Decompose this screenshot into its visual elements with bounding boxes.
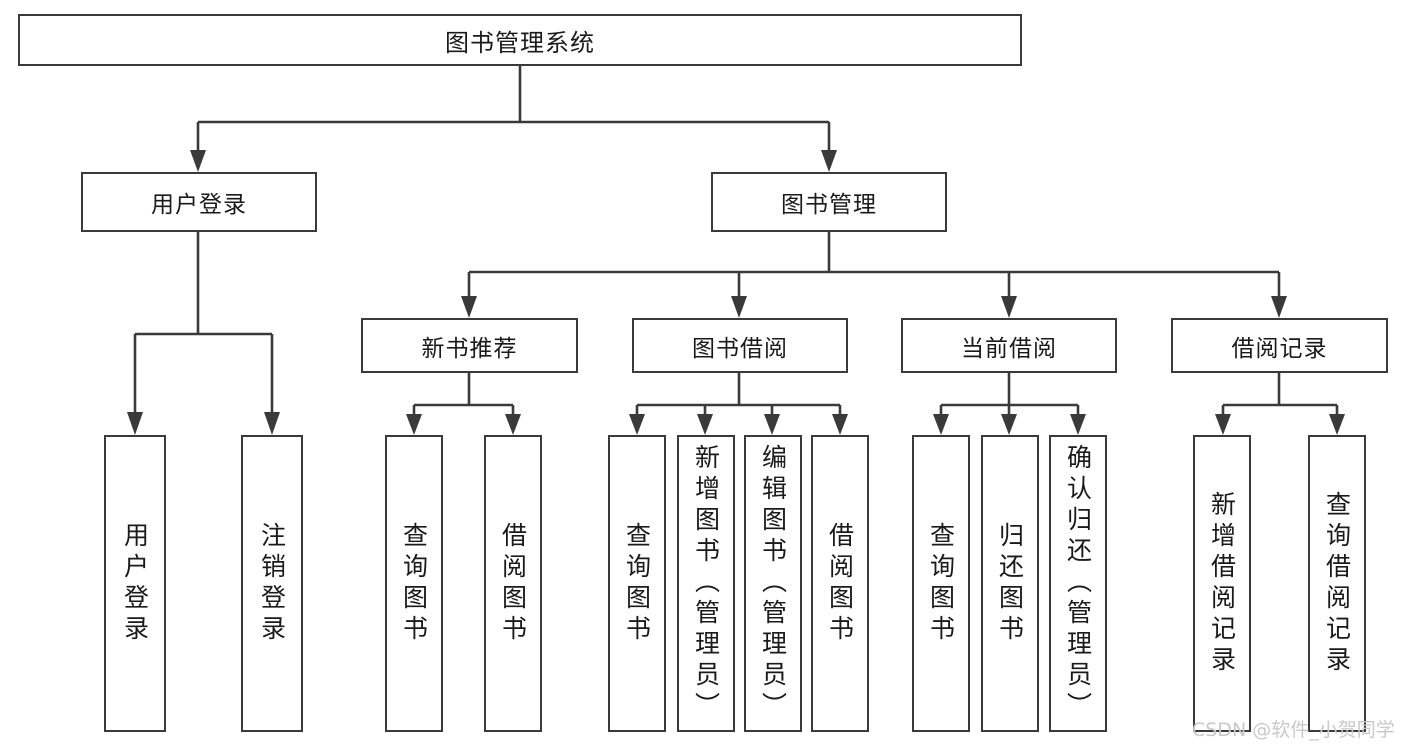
node-user-login[interactable]: 用户登录: [81, 172, 317, 232]
leaf-query-book-2-label: 查询图书: [622, 521, 652, 646]
arrow-current-child-1: [933, 414, 949, 435]
leaf-confirm-return-label: 确认归还（管理员）: [1063, 444, 1093, 723]
leaf-add-book-label: 新增图书（管理员）: [691, 444, 721, 723]
node-current-borrow[interactable]: 当前借阅: [901, 318, 1117, 373]
node-book-manage-label: 图书管理: [781, 192, 877, 218]
leaf-query-book-3-label: 查询图书: [926, 521, 956, 646]
arrow-borrow-child-4: [832, 414, 848, 435]
arrow-borrow-child-3: [764, 414, 780, 435]
leaf-query-book-2[interactable]: 查询图书: [608, 435, 666, 732]
arrow-current-child-2: [1001, 414, 1017, 435]
arrow-root-to-book-manage: [821, 150, 837, 172]
leaf-borrow-book-1-label: 借阅图书: [498, 521, 528, 646]
leaf-query-book-1-label: 查询图书: [399, 521, 429, 646]
node-root[interactable]: 图书管理系统: [18, 14, 1022, 66]
node-new-book-recommend[interactable]: 新书推荐: [361, 318, 578, 373]
node-book-borrow-label: 图书借阅: [692, 335, 788, 362]
arrow-current-child-3: [1070, 414, 1086, 435]
arrow-user-login-child-1: [127, 412, 143, 435]
csdn-watermark: CSDN @软件_小贺同学: [1192, 719, 1395, 741]
arrow-record-child-2: [1329, 414, 1345, 435]
arrow-borrow-child-2: [697, 414, 713, 435]
arrow-user-login-child-2: [264, 412, 280, 435]
arrow-root-to-user-login: [190, 150, 206, 172]
arrow-book-manage-child-4: [1271, 296, 1287, 318]
node-borrow-record-label: 借阅记录: [1231, 335, 1328, 362]
leaf-user-login-label: 用户登录: [120, 521, 150, 646]
arrow-record-child-1: [1215, 414, 1231, 435]
arrow-recommend-child-1: [406, 414, 422, 435]
arrow-recommend-child-2: [505, 414, 521, 435]
leaf-add-book[interactable]: 新增图书（管理员）: [677, 435, 735, 732]
node-book-borrow[interactable]: 图书借阅: [632, 318, 848, 373]
leaf-add-record[interactable]: 新增借阅记录: [1193, 435, 1251, 732]
arrow-book-manage-child-2: [731, 296, 747, 318]
leaf-add-record-label: 新增借阅记录: [1207, 490, 1237, 677]
leaf-user-login[interactable]: 用户登录: [104, 435, 166, 732]
arrow-book-manage-child-1: [461, 296, 477, 318]
leaf-query-book-1[interactable]: 查询图书: [385, 435, 443, 732]
leaf-edit-book-label: 编辑图书（管理员）: [758, 444, 788, 723]
leaf-confirm-return[interactable]: 确认归还（管理员）: [1049, 435, 1107, 732]
node-user-login-label: 用户登录: [151, 192, 247, 218]
leaf-return-book-label: 归还图书: [995, 521, 1025, 646]
leaf-logout-login-label: 注销登录: [257, 521, 287, 646]
leaf-return-book[interactable]: 归还图书: [981, 435, 1039, 732]
leaf-borrow-book-2-label: 借阅图书: [825, 521, 855, 646]
leaf-borrow-book-1[interactable]: 借阅图书: [484, 435, 542, 732]
node-root-label: 图书管理系统: [445, 28, 595, 57]
leaf-query-book-3[interactable]: 查询图书: [912, 435, 970, 732]
node-book-manage[interactable]: 图书管理: [711, 172, 947, 232]
arrow-book-manage-child-3: [1001, 296, 1017, 318]
node-borrow-record[interactable]: 借阅记录: [1171, 318, 1388, 373]
arrow-borrow-child-1: [629, 414, 645, 435]
node-current-borrow-label: 当前借阅: [961, 335, 1057, 362]
leaf-edit-book[interactable]: 编辑图书（管理员）: [744, 435, 802, 732]
leaf-logout-login[interactable]: 注销登录: [241, 435, 303, 732]
leaf-query-record[interactable]: 查询借阅记录: [1308, 435, 1366, 732]
leaf-borrow-book-2[interactable]: 借阅图书: [811, 435, 869, 732]
node-new-book-recommend-label: 新书推荐: [421, 335, 518, 362]
leaf-query-record-label: 查询借阅记录: [1322, 490, 1352, 677]
